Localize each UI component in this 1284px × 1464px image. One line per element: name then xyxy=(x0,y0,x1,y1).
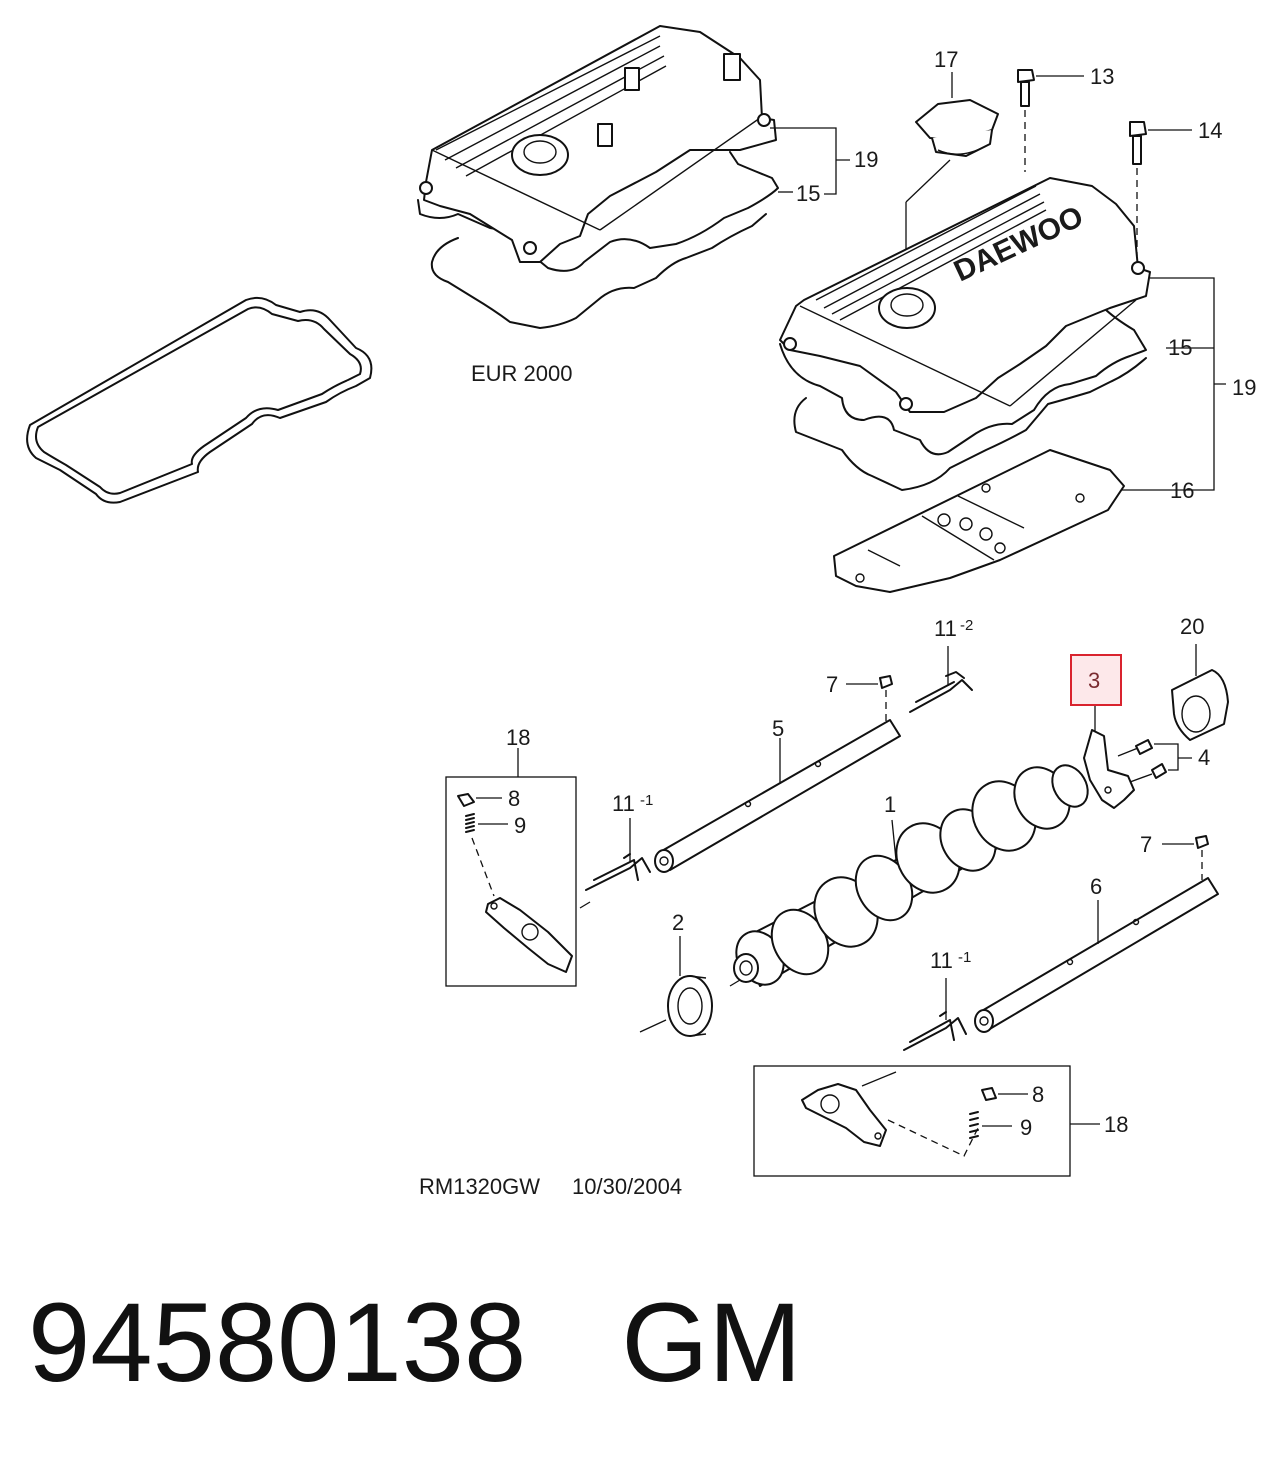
callout-11-top: 11 xyxy=(934,616,957,641)
part-number: 94580138 xyxy=(28,1280,527,1405)
callout-9-left: 9 xyxy=(514,813,526,838)
spring-clip-11-1-upper xyxy=(579,818,651,909)
callout-19-top: 19 xyxy=(854,147,878,172)
rocker-cover: DAEWOO xyxy=(779,177,1151,491)
callout-9-bottom: 9 xyxy=(1020,1115,1032,1140)
rocker-arm-group-bottom xyxy=(753,1065,1100,1177)
callout-11-lower: 11 xyxy=(930,948,953,973)
callout-16: 16 xyxy=(1170,478,1194,503)
callout-5: 5 xyxy=(772,716,784,741)
rocker-arm-group-left xyxy=(445,748,577,987)
callout-8-left: 8 xyxy=(508,786,520,811)
callout-2: 2 xyxy=(672,910,684,935)
part-number-footer: 94580138 GM xyxy=(28,1278,802,1408)
callout-18-bottom: 18 xyxy=(1104,1112,1128,1137)
callout-11-left-sup: -1 xyxy=(640,792,653,809)
callout-3-highlighted: 3 xyxy=(1088,668,1100,693)
baffle-plate xyxy=(833,449,1125,593)
thrust-plate xyxy=(1083,706,1135,809)
rocker-shaft-lower xyxy=(974,835,1219,1033)
callout-11-lower-sup: -1 xyxy=(958,949,971,966)
variant-caption: EUR 2000 xyxy=(471,361,573,386)
callout-19-right: 19 xyxy=(1232,375,1256,400)
oil-seal xyxy=(639,936,713,1037)
thrust-plate-bolts xyxy=(1117,739,1192,783)
exploded-view-drawing: EUR 2000 19 15 17 13 14 xyxy=(26,25,1256,1199)
callout-4: 4 xyxy=(1198,745,1210,770)
parts-diagram: EUR 2000 19 15 17 13 14 xyxy=(26,25,1256,1199)
bolt-13 xyxy=(1017,69,1084,172)
callout-14: 14 xyxy=(1198,118,1222,143)
camshaft xyxy=(729,764,1089,987)
spring-clip-11-1-lower xyxy=(903,978,967,1051)
callout-7-lower: 7 xyxy=(1140,832,1152,857)
callout-7-upper: 7 xyxy=(826,672,838,697)
drawing-date: 10/30/2004 xyxy=(572,1174,682,1199)
callout-8-bottom: 8 xyxy=(1032,1082,1044,1107)
brand-name: GM xyxy=(621,1280,802,1405)
callout-20: 20 xyxy=(1180,614,1204,639)
rocker-cover-eur2000 xyxy=(417,25,779,329)
drawing-reference: RM1320GW xyxy=(419,1174,540,1199)
callout-6: 6 xyxy=(1090,874,1102,899)
callout-15-right: 15 xyxy=(1168,335,1192,360)
highlight-box-part-3 xyxy=(1070,654,1122,706)
callout-1: 1 xyxy=(884,792,896,817)
callout-17: 17 xyxy=(934,47,958,72)
callout-13: 13 xyxy=(1090,64,1114,89)
rocker-shaft-upper xyxy=(654,675,901,873)
sleeve-ring xyxy=(1171,644,1229,741)
callout-11-top-sup: -2 xyxy=(960,617,973,634)
callout-11-left: 11 xyxy=(612,791,635,816)
callout-18-left: 18 xyxy=(506,725,530,750)
loose-gasket xyxy=(26,296,373,504)
callout-15-top: 15 xyxy=(796,181,820,206)
spring-clip-11-2 xyxy=(909,646,973,713)
bolt-14 xyxy=(1129,121,1192,256)
